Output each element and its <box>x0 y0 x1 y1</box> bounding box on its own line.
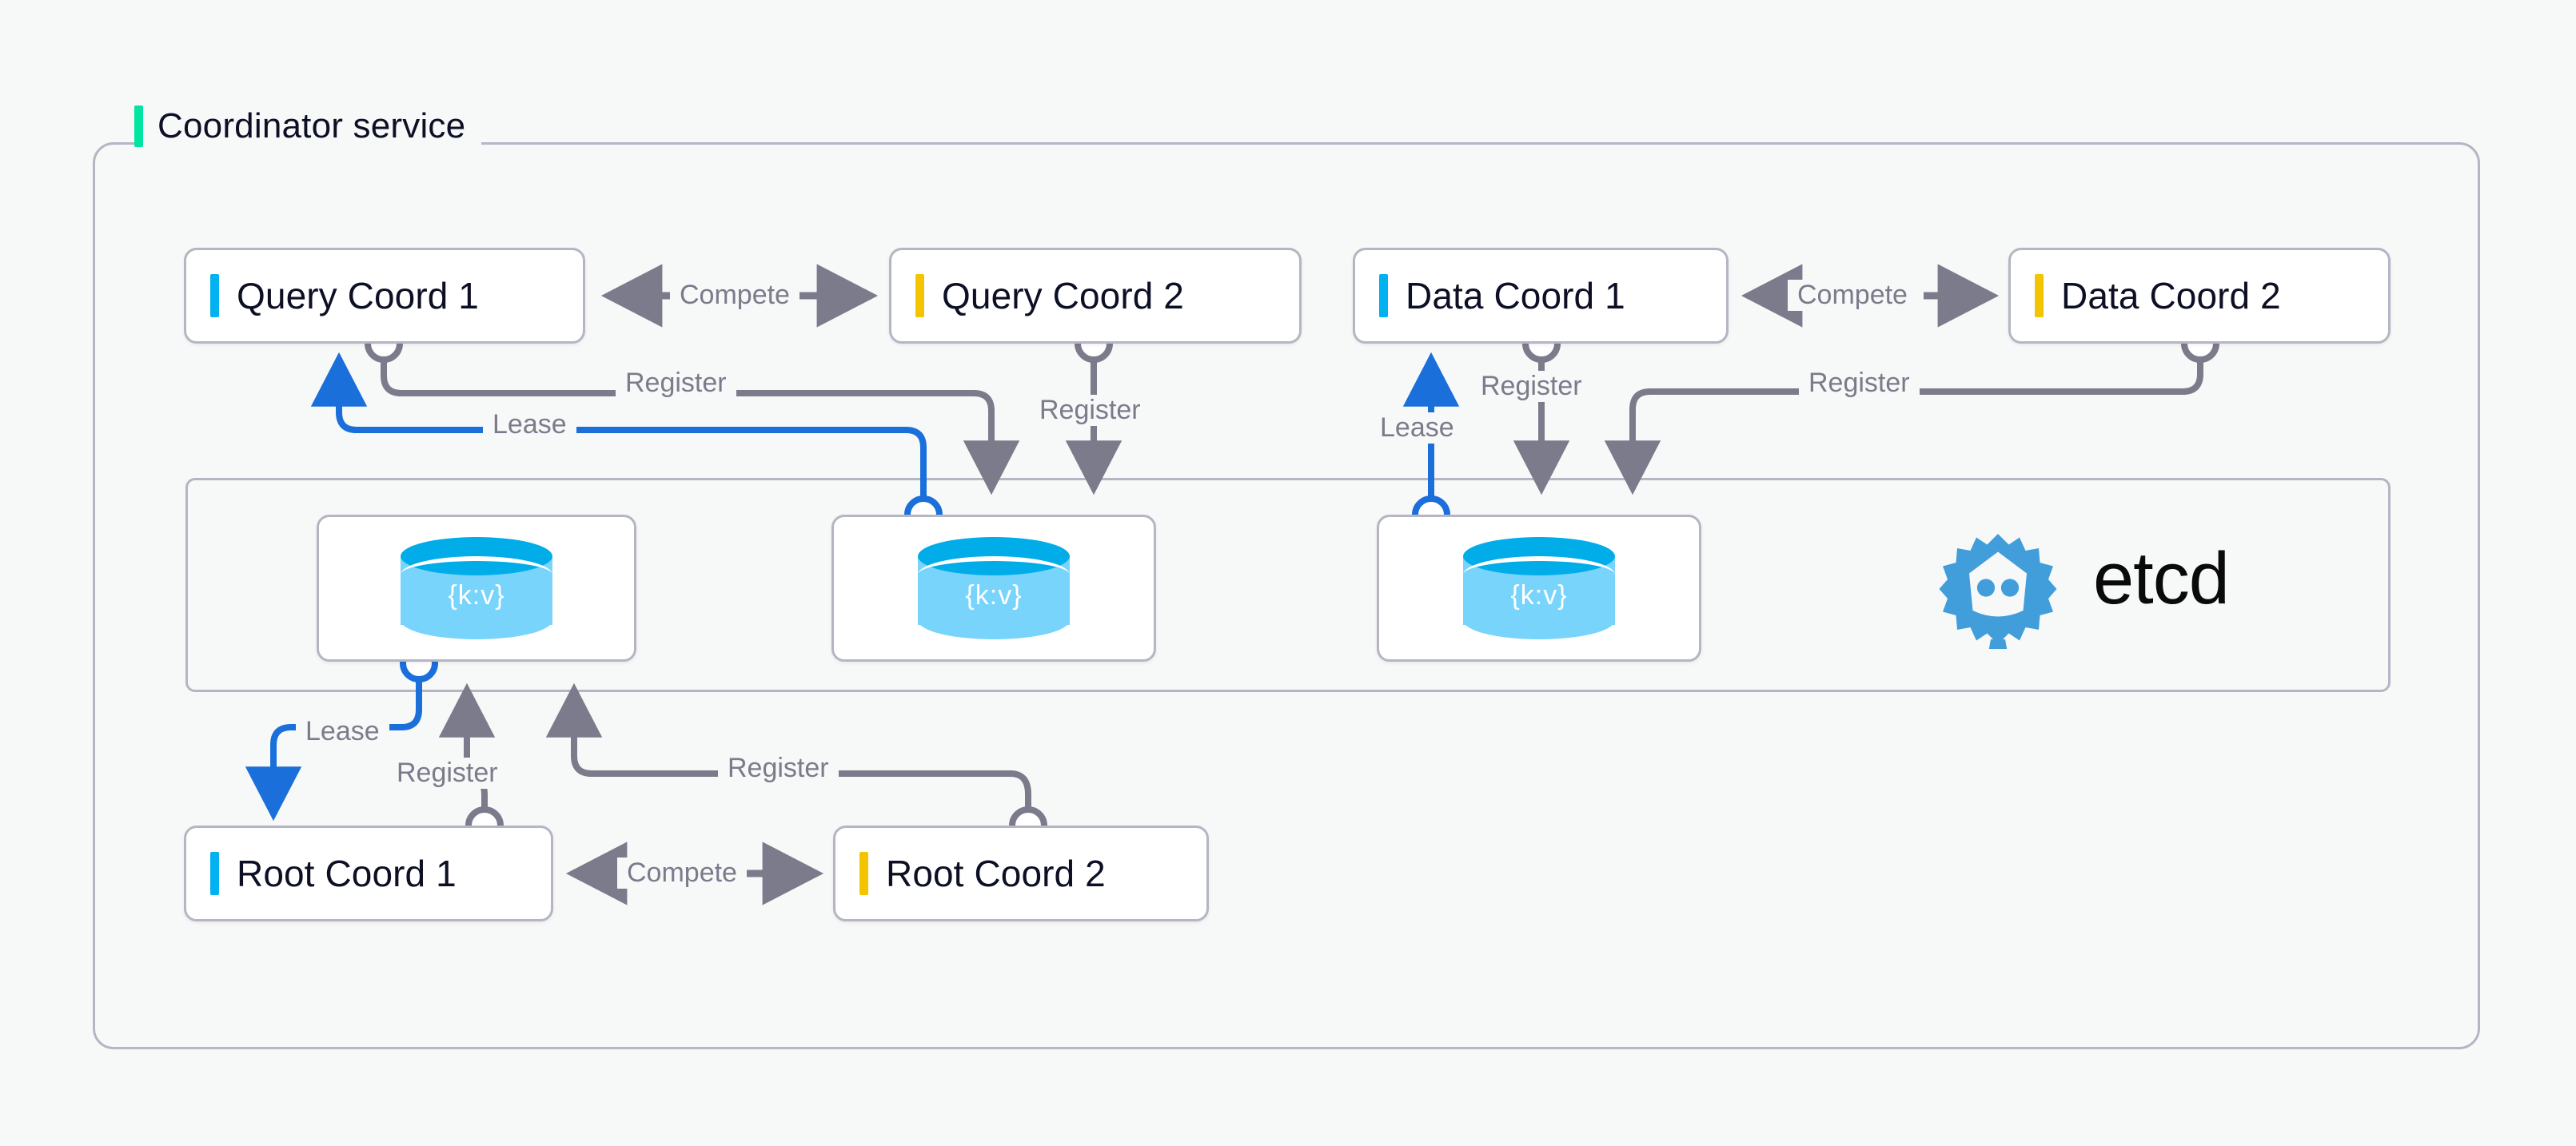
edge-label-register-query-2: Register <box>1030 395 1150 426</box>
database-cylinder-icon: {k:v} <box>918 537 1070 639</box>
node-label: Root Coord 1 <box>237 853 457 894</box>
edge-label-lease-data: Lease <box>1370 412 1464 444</box>
group-accent-bar <box>134 105 143 147</box>
edge-label-register-query-1: Register <box>616 368 736 399</box>
node-data-coord-1[interactable]: Data Coord 1 <box>1353 248 1729 344</box>
node-query-coord-2[interactable]: Query Coord 2 <box>889 248 1302 344</box>
kv-store-box-1[interactable]: {k:v} <box>317 515 636 662</box>
etcd-panel <box>185 478 2391 692</box>
edge-label-compete-data: Compete <box>1788 280 1917 311</box>
accent-bar-blue <box>210 852 219 895</box>
accent-bar-yellow <box>2035 274 2044 317</box>
node-label: Query Coord 2 <box>942 275 1184 316</box>
coordinator-service-group <box>93 142 2480 1049</box>
database-cylinder-icon: {k:v} <box>1463 537 1615 639</box>
group-title: Coordinator service <box>134 105 482 147</box>
edge-label-lease-query: Lease <box>483 409 576 440</box>
kv-label: {k:v} <box>1510 580 1568 611</box>
kv-label: {k:v} <box>448 580 505 611</box>
node-label: Root Coord 2 <box>886 853 1106 894</box>
edge-label-compete-root: Compete <box>617 858 747 889</box>
node-root-coord-2[interactable]: Root Coord 2 <box>833 826 1209 921</box>
node-root-coord-1[interactable]: Root Coord 1 <box>184 826 553 921</box>
edge-label-register-root-1: Register <box>387 758 508 789</box>
kv-label: {k:v} <box>965 580 1023 611</box>
etcd-gear-robot-icon <box>1939 534 2057 649</box>
group-title-label: Coordinator service <box>158 106 466 145</box>
kv-store-box-3[interactable]: {k:v} <box>1377 515 1701 662</box>
node-data-coord-2[interactable]: Data Coord 2 <box>2008 248 2391 344</box>
accent-bar-blue <box>210 274 219 317</box>
accent-bar-yellow <box>915 274 924 317</box>
edge-label-register-root-2: Register <box>718 753 839 784</box>
database-cylinder-icon: {k:v} <box>401 537 552 639</box>
node-label: Data Coord 1 <box>1406 275 1625 316</box>
edge-label-register-data-1: Register <box>1471 371 1592 402</box>
etcd-wordmark: etcd <box>2093 538 2230 619</box>
edge-label-register-data-2: Register <box>1799 368 1920 399</box>
edge-label-compete-query: Compete <box>670 280 800 311</box>
node-label: Data Coord 2 <box>2061 275 2281 316</box>
node-label: Query Coord 1 <box>237 275 479 316</box>
node-query-coord-1[interactable]: Query Coord 1 <box>184 248 585 344</box>
accent-bar-yellow <box>859 852 868 895</box>
edge-label-lease-root: Lease <box>296 716 389 747</box>
accent-bar-blue <box>1379 274 1388 317</box>
kv-store-box-2[interactable]: {k:v} <box>831 515 1156 662</box>
